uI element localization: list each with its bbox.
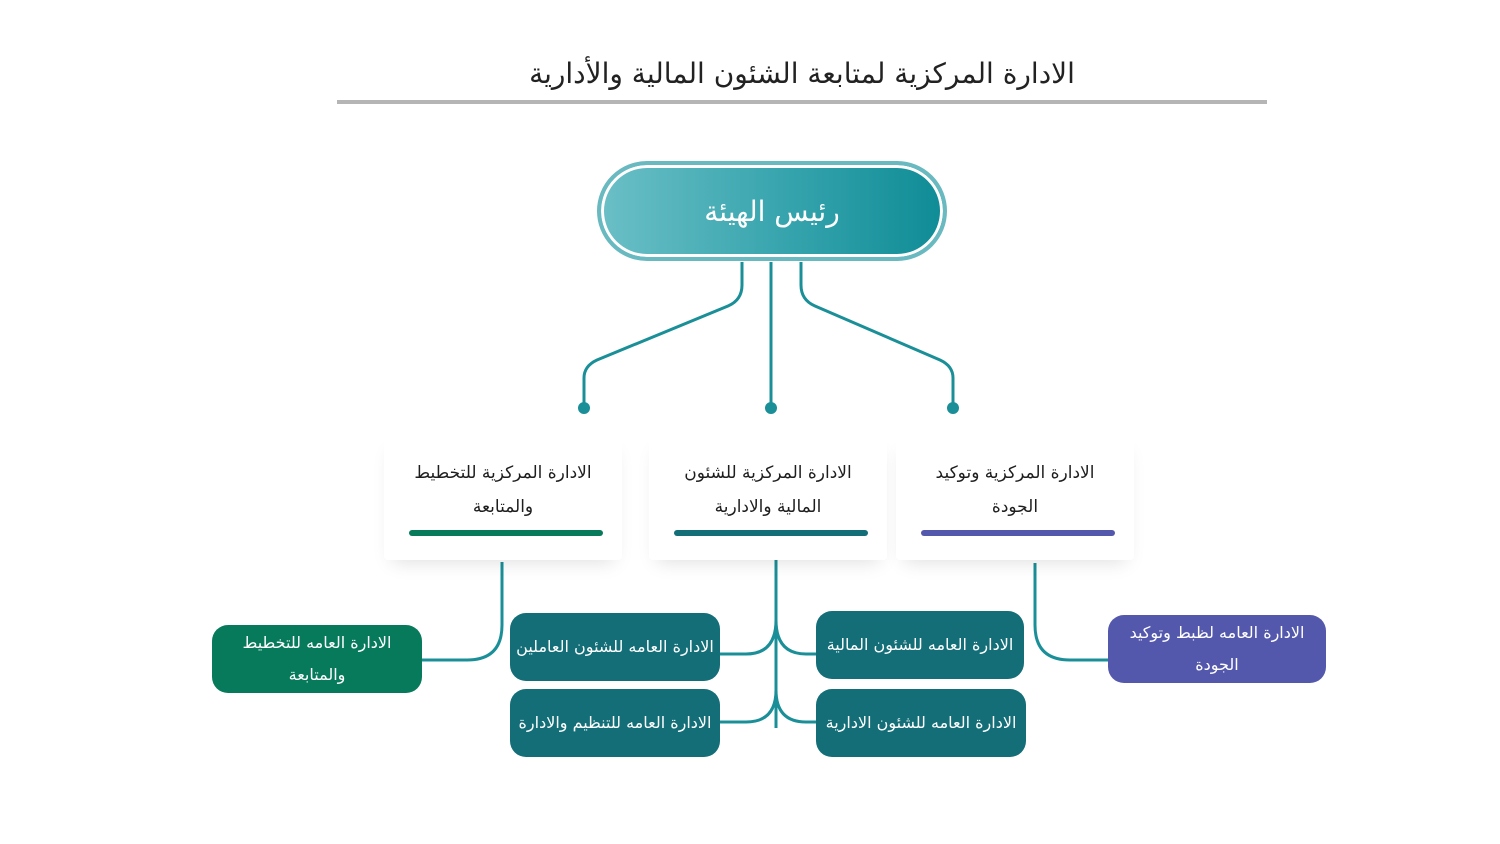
department-label-finance: الادارة المركزية للشئون المالية والاداري… xyxy=(684,463,852,517)
department-bar-finance xyxy=(674,530,868,536)
head-node: رئيس الهيئة xyxy=(597,161,947,261)
department-bar-planning xyxy=(409,530,603,536)
connector-quality-to-unit xyxy=(1033,563,1108,662)
unit-personnel-label: الادارة العامه للشئون العاملين xyxy=(516,637,714,656)
connector-finance-to-administrative xyxy=(774,689,816,724)
connector-head-to-quality xyxy=(799,262,955,406)
department-bar-quality xyxy=(921,530,1115,536)
connector-dot-planning xyxy=(578,402,590,414)
unit-administrative-label: الادارة العامه للشئون الادارية xyxy=(825,713,1017,732)
unit-financial-label: الادارة العامه للشئون المالية xyxy=(826,635,1014,654)
unit-organization: الادارة العامه للتنظيم والادارة xyxy=(510,689,720,757)
title-divider xyxy=(337,100,1267,104)
connector-finance-to-financial xyxy=(774,619,816,656)
connector-dot-quality xyxy=(947,402,959,414)
unit-quality-label: الادارة العامه لظبط وتوكيد الجودة xyxy=(1129,623,1305,674)
unit-planning: الادارة العامه للتخطيط والمتابعة xyxy=(212,625,422,693)
department-card-quality: الادارة المركزية وتوكيد الجودة xyxy=(896,434,1134,560)
unit-organization-label: الادارة العامه للتنظيم والادارة xyxy=(518,713,712,732)
unit-planning-label: الادارة العامه للتخطيط والمتابعة xyxy=(242,633,392,684)
unit-administrative: الادارة العامه للشئون الادارية xyxy=(816,689,1026,757)
department-card-planning: الادارة المركزية للتخطيط والمتابعة xyxy=(384,434,622,560)
connector-finance-to-organization xyxy=(720,689,778,724)
department-card-finance: الادارة المركزية للشئون المالية والاداري… xyxy=(649,434,887,560)
unit-personnel: الادارة العامه للشئون العاملين xyxy=(510,613,720,681)
unit-financial: الادارة العامه للشئون المالية xyxy=(816,611,1024,679)
connector-planning-to-unit xyxy=(422,562,504,662)
connector-head-to-planning xyxy=(582,262,744,406)
connector-finance-to-personnel xyxy=(720,619,778,656)
head-label: رئيس الهيئة xyxy=(704,194,840,228)
connector-dot-finance xyxy=(765,402,777,414)
department-label-planning: الادارة المركزية للتخطيط والمتابعة xyxy=(414,463,592,517)
department-label-quality: الادارة المركزية وتوكيد الجودة xyxy=(935,463,1095,517)
unit-quality: الادارة العامه لظبط وتوكيد الجودة xyxy=(1108,615,1326,683)
page-title: الادارة المركزية لمتابعة الشئون المالية … xyxy=(529,57,1075,90)
